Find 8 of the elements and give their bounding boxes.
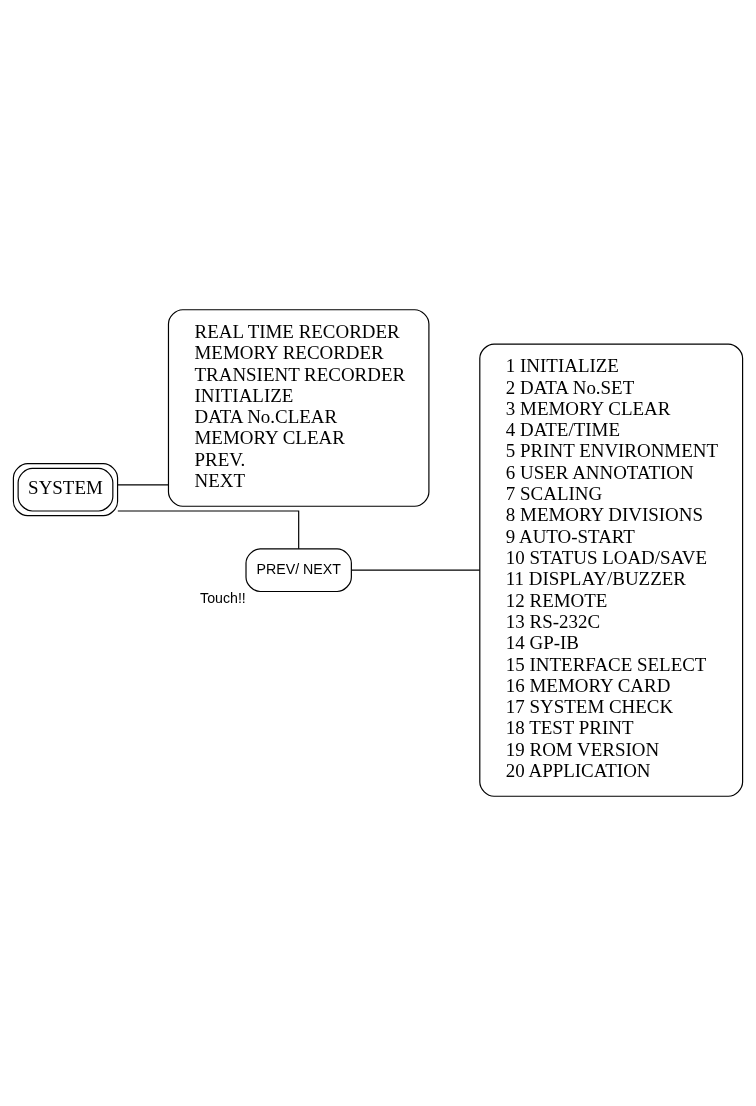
node-label: Touch!! <box>200 589 246 606</box>
connector <box>351 569 481 571</box>
node-box: REAL TIME RECORDER MEMORY RECORDER TRANSIENT RECORDER INITIALIZE DATA No.CLEAR MEMORY CLEAR PREV. NEXT <box>167 309 430 507</box>
node-box: PREV/ NEXT <box>245 548 352 593</box>
node-box: SYSTEM <box>12 463 119 517</box>
node-box: 1 INITIALIZE 2 DATA No.SET 3 MEMORY CLEAR 4 DATE/TIME 5 PRINT ENVIRONMENT 6 USER ANNOTATION 7 SCALING 8 MEMORY DIVISIONS 9 AUTO-START 10 STATUS LOAD/SAVE 11 DISPLAY/BUZZER 12 REMOTE 13 RS-232C 14 GP-IB 15 INTERFACE SELECT 16 MEMORY CARD 17 SYSTEM CHECK 18 TEST PRINT 19 ROM VERSION 20 APPLICATION <box>479 343 744 797</box>
connector <box>117 484 169 486</box>
connector <box>117 510 300 550</box>
